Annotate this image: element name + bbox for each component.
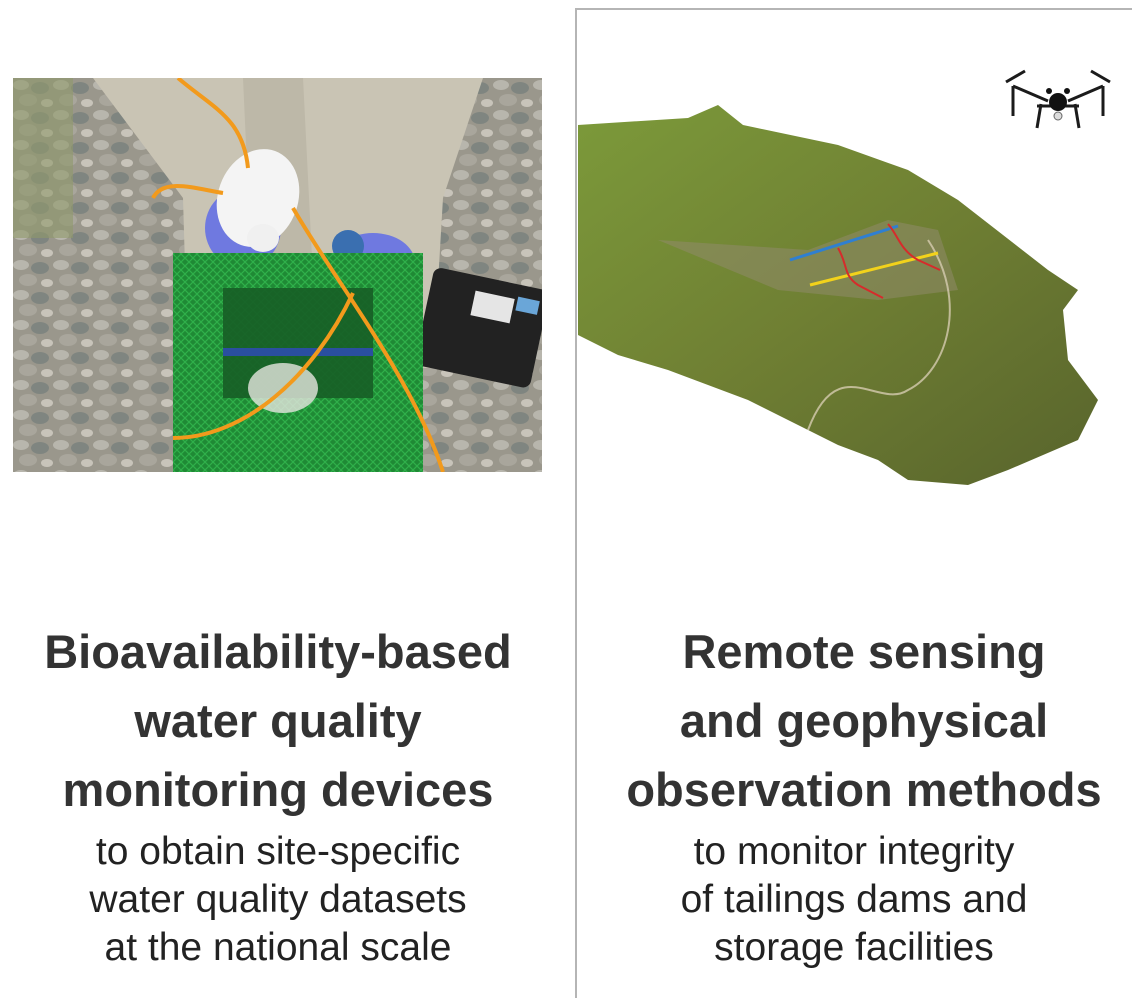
right-description-line-3: storage facilities bbox=[714, 926, 994, 969]
left-description: to obtain site-specific water quality da… bbox=[0, 828, 556, 972]
right-heading-line-3: observation methods bbox=[626, 763, 1102, 816]
sampling-device-illustration bbox=[13, 78, 542, 472]
terrain-3d-illustration bbox=[578, 105, 1098, 485]
right-description: to monitor integrity of tailings dams an… bbox=[578, 828, 1130, 972]
right-description-line-2: of tailings dams and bbox=[680, 878, 1028, 921]
left-heading-line-1: Bioavailability-based bbox=[44, 625, 512, 678]
right-heading: Remote sensing and geophysical observati… bbox=[578, 617, 1132, 824]
left-description-line-1: to obtain site-specific bbox=[95, 830, 461, 873]
right-description-line-1: to monitor integrity bbox=[693, 830, 1015, 873]
left-heading-line-3: monitoring devices bbox=[62, 763, 494, 816]
right-heading-line-1: Remote sensing bbox=[682, 625, 1046, 678]
left-description-line-3: at the national scale bbox=[104, 926, 452, 969]
left-heading-line-2: water quality bbox=[134, 694, 422, 747]
water-sampling-photo bbox=[13, 78, 542, 472]
left-description-line-2: water quality datasets bbox=[89, 878, 467, 921]
tailings-terrain-model bbox=[578, 100, 1118, 490]
drone-icon bbox=[1003, 66, 1113, 146]
left-heading: Bioavailability-based water quality moni… bbox=[0, 617, 556, 824]
right-heading-line-2: and geophysical bbox=[679, 694, 1049, 747]
right-panel-border bbox=[575, 8, 1132, 998]
